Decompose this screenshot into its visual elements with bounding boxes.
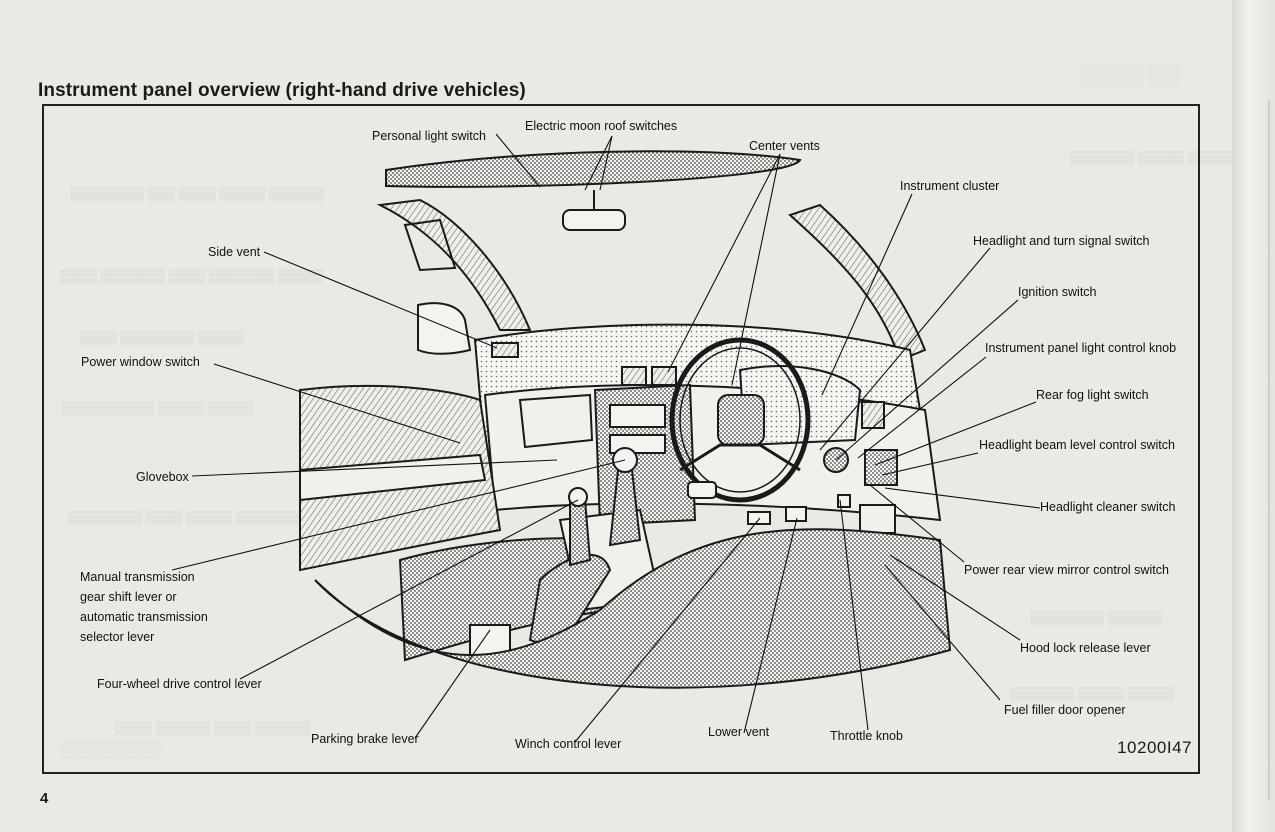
callout-headlight-beam-level-control-switch: Headlight beam level control switch	[979, 438, 1175, 452]
callout-power-rear-view-mirror-control-switch: Power rear view mirror control switch	[964, 563, 1169, 577]
bleed-through-text: ▒▒▒▒▒▒▒▒ ▒▒▒▒▒▒	[1030, 610, 1163, 625]
bleed-through-text: ▒▒▒▒ ▒▒▒▒▒▒▒ ▒▒▒▒ ▒▒▒▒▒▒▒ ▒▒▒▒▒	[60, 268, 324, 283]
bleed-through-text: ▒▒▒▒ ▒▒▒▒▒▒▒▒ ▒▒▒▒▒	[80, 330, 244, 345]
callout-throttle-knob: Throttle knob	[830, 729, 903, 743]
bleed-through-text: ▒▒▒▒▒▒▒▒	[60, 738, 163, 758]
section-title: Instrument panel overview (right-hand dr…	[38, 80, 526, 101]
bleed-through-text: ▒▒▒▒▒▒▒ ▒▒▒▒▒ ▒▒▒▒▒	[1010, 686, 1174, 701]
leader-lines	[171, 133, 1041, 743]
callout-winch-control-lever: Winch control lever	[515, 737, 622, 751]
callout-instrument-cluster: Instrument cluster	[900, 179, 1000, 193]
callout-personal-light-switch: Personal light switch	[372, 129, 486, 143]
callout-side-vent: Side vent	[208, 245, 261, 259]
callout-parking-brake-lever: Parking brake lever	[311, 732, 419, 746]
callout-manual-transmission: Manual transmission gear shift lever or …	[80, 570, 208, 644]
callout-center-vents: Center vents	[749, 139, 820, 153]
figure-id: 10200I47	[1117, 738, 1192, 757]
bleed-through-text: ▒▒▒▒▒▒▒▒ ▒▒▒▒ ▒▒▒▒▒ ▒▒▒▒▒▒▒	[68, 510, 300, 525]
callout-fuel-filler-door-opener: Fuel filler door opener	[1004, 703, 1126, 717]
callout-power-window-switch: Power window switch	[81, 355, 200, 369]
figure-frame	[42, 104, 1200, 774]
callout-rear-fog-light-switch: Rear fog light switch	[1036, 388, 1149, 402]
callout-instrument-panel-light-control-knob: Instrument panel light control knob	[985, 341, 1177, 355]
callout-glovebox: Glovebox	[136, 470, 189, 484]
bleed-through-text: ▒▒▒▒ ▒▒	[1080, 62, 1180, 87]
adjacent-page-edge	[1232, 0, 1275, 832]
callout-ignition-switch: Ignition switch	[1018, 285, 1097, 299]
bleed-through-text: ▒▒▒▒▒▒▒ ▒▒▒▒▒ ▒▒▒▒▒	[1070, 150, 1234, 165]
bleed-through-text: ▒▒▒▒▒▒▒▒ ▒▒▒ ▒▒▒▒ ▒▒▒▒▒ ▒▒▒▒▒▒	[70, 186, 324, 201]
bleed-through-text: ▒▒▒▒▒▒▒▒▒▒ ▒▒▒▒▒ ▒▒▒▒▒	[62, 400, 254, 415]
callout-lower-vent: Lower vent	[708, 725, 770, 739]
callout-headlight-turn-signal-switch: Headlight and turn signal switch	[973, 234, 1150, 248]
page-number: 4	[40, 790, 49, 807]
callout-hood-lock-release-lever: Hood lock release lever	[1020, 641, 1151, 655]
callout-headlight-cleaner-switch: Headlight cleaner switch	[1040, 500, 1176, 514]
callout-four-wheel-drive-control-lever: Four-wheel drive control lever	[97, 677, 262, 691]
page-fold-line	[1268, 100, 1270, 800]
bleed-through-text: ▒▒▒▒ ▒▒▒▒▒▒ ▒▒▒▒ ▒▒▒▒▒▒	[115, 720, 311, 735]
callout-electric-moon-roof-switches: Electric moon roof switches	[525, 119, 678, 133]
